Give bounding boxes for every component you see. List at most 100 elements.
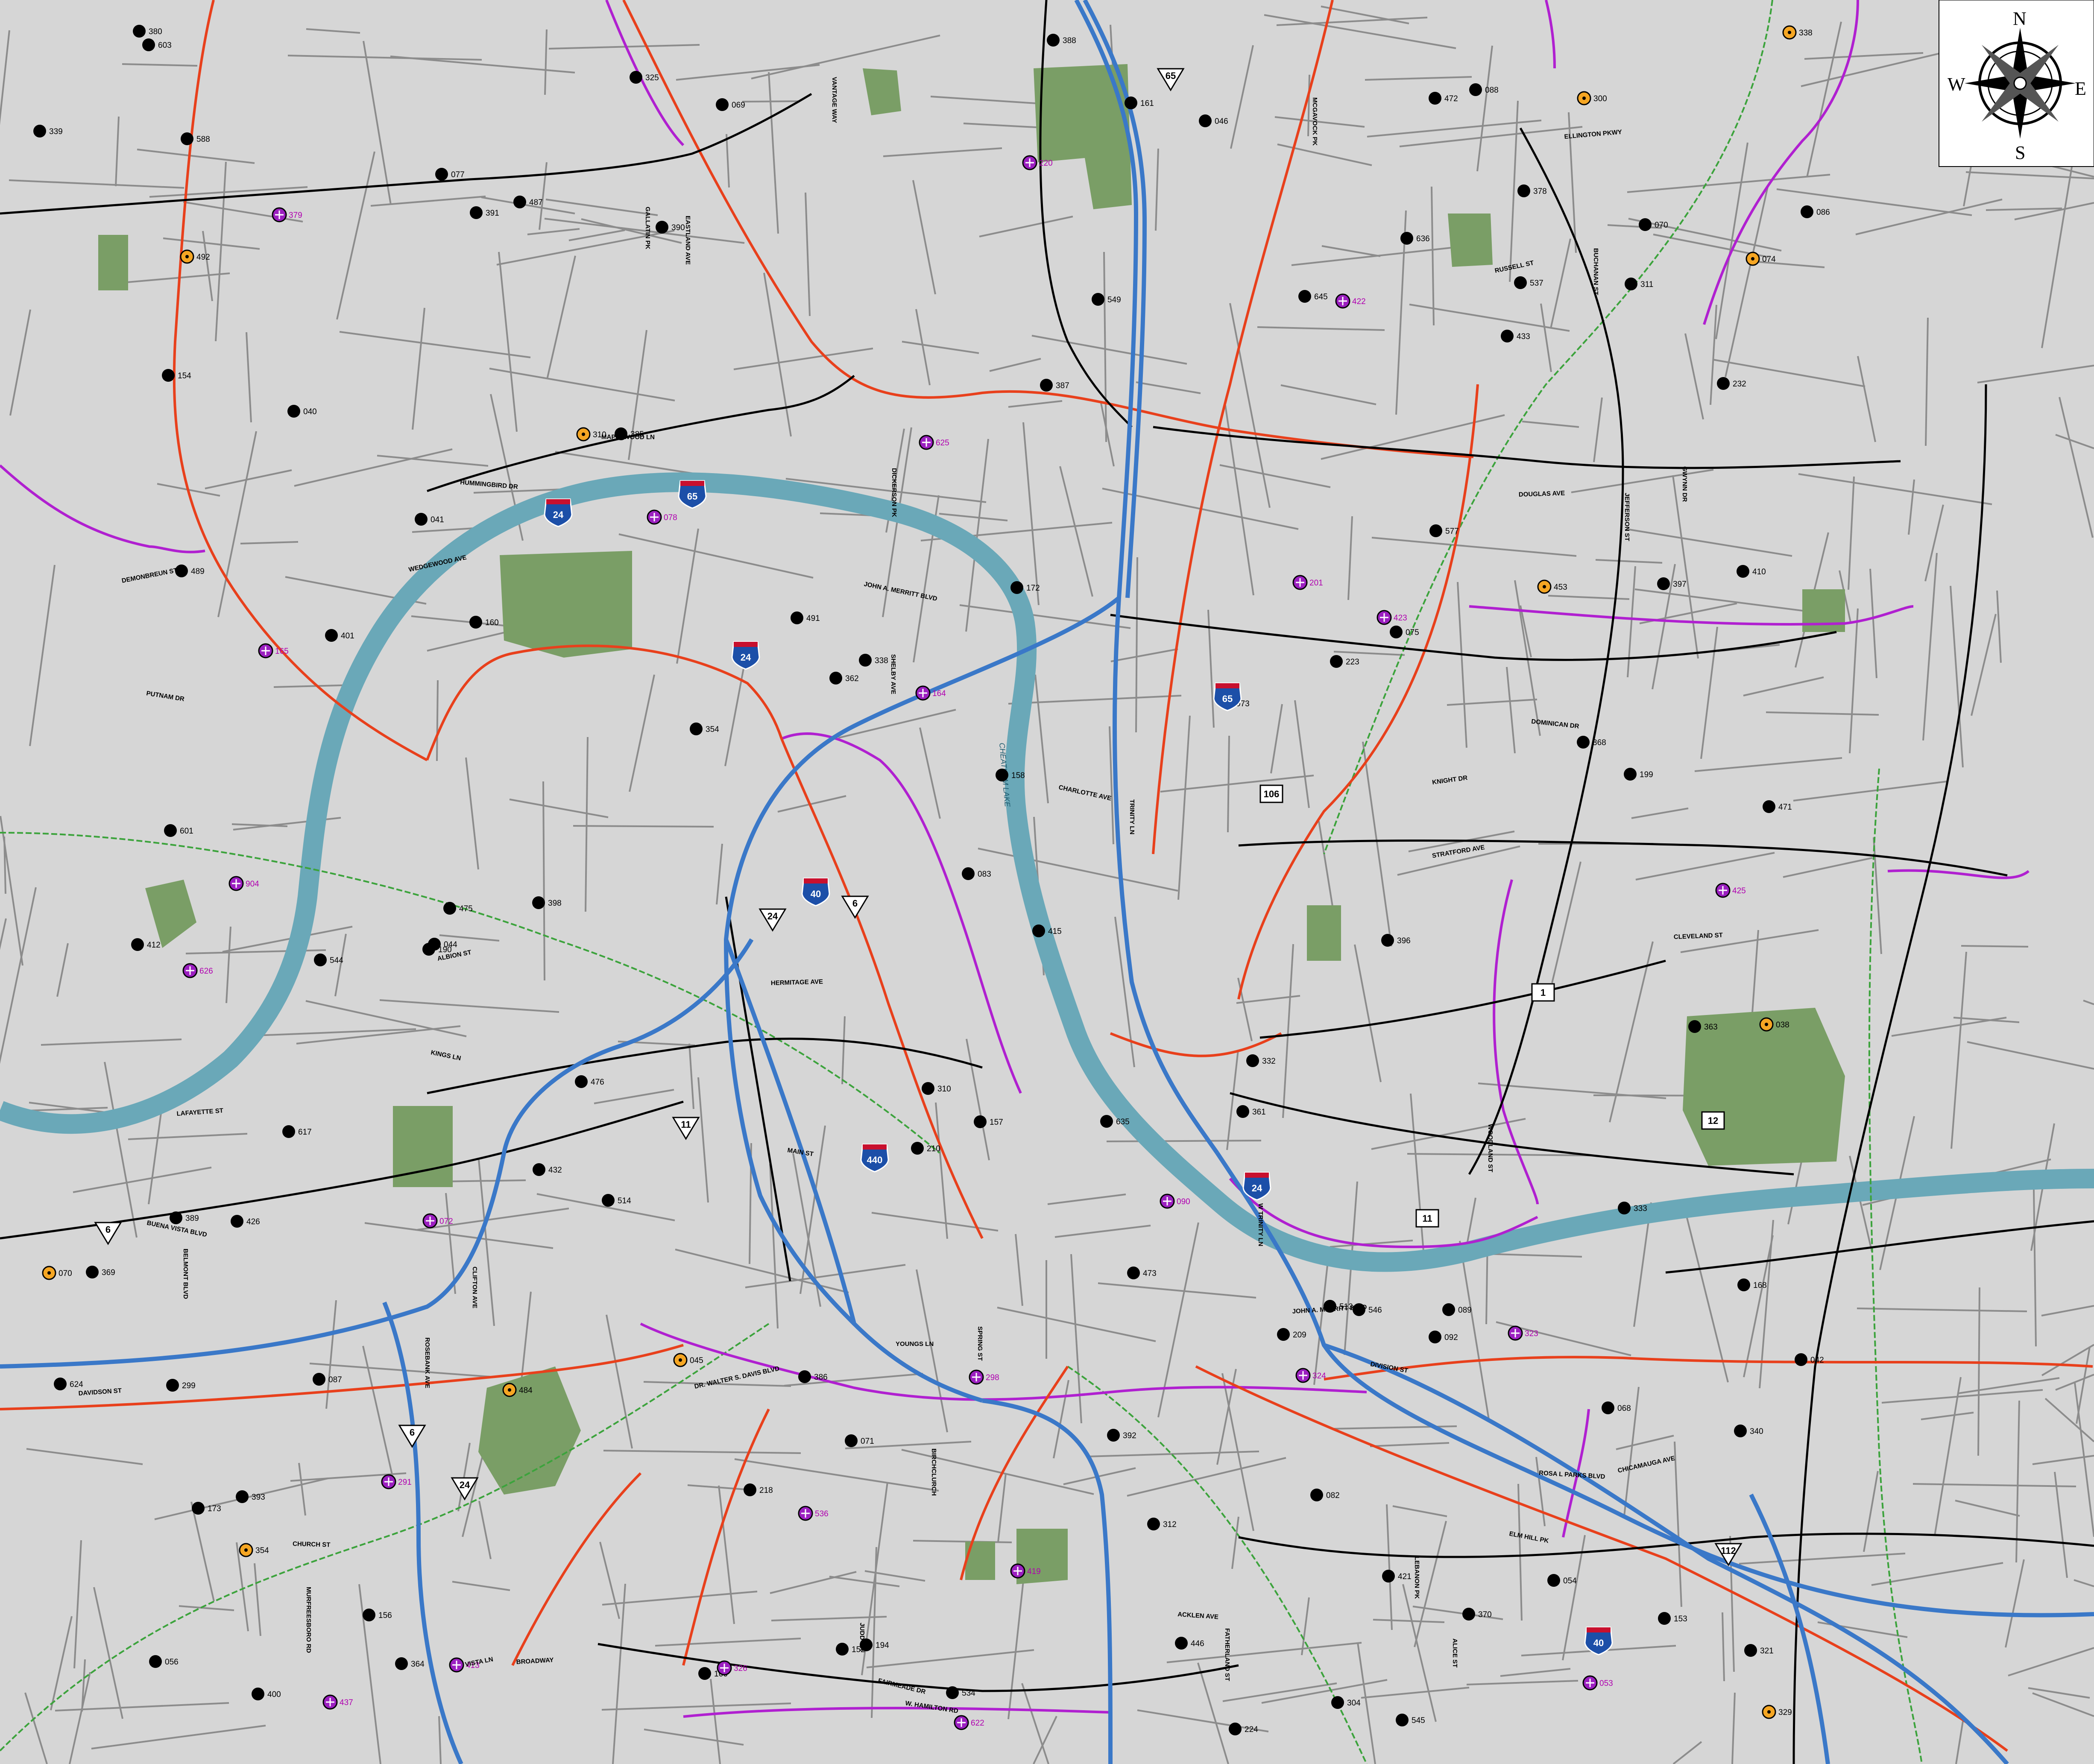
route-line (1229, 1178, 1538, 1249)
minor-street (1109, 726, 1114, 845)
marker-label: 154 (178, 372, 191, 380)
marker-black-040: 040 (287, 405, 317, 418)
marker-black-340: 340 (1734, 1425, 1763, 1437)
minor-street (1871, 1562, 2003, 1586)
arterial (1324, 1356, 2093, 1381)
minor-street (1333, 651, 1405, 656)
marker-orange-338: 338 (1782, 25, 1813, 40)
minor-street (1684, 1209, 1729, 1383)
marker-label: 090 (1177, 1197, 1190, 1206)
street-label: LEBANON PK (1413, 1556, 1420, 1599)
marker-magenta-626: 626 (182, 963, 213, 978)
minor-street (24, 1692, 48, 1764)
marker-label: 041 (431, 515, 444, 524)
marker-label: 333 (1634, 1204, 1647, 1213)
minor-street (1506, 667, 1516, 754)
minor-street (1457, 582, 1467, 748)
minor-street (939, 513, 1008, 521)
minor-street (1849, 608, 1859, 754)
minor-street (1270, 704, 1283, 774)
minor-street (309, 1363, 491, 1378)
minor-street (1869, 568, 1877, 679)
minor-street (9, 179, 185, 189)
marker-label: 218 (759, 1486, 773, 1495)
arterial (682, 1408, 770, 1666)
minor-street (1500, 1668, 1571, 1677)
marker-label: 190 (438, 945, 452, 954)
minor-street (585, 737, 589, 912)
marker-black-489: 489 (175, 565, 205, 577)
marker-black-172: 172 (1010, 581, 1040, 594)
minor-street (1230, 45, 1254, 149)
minor-street (599, 1542, 620, 1619)
marker-black-472: 472 (1429, 92, 1458, 105)
minor-street (2059, 397, 2094, 538)
minor-street (298, 1463, 306, 1516)
minor-street (69, 1672, 91, 1764)
minor-street (602, 1591, 758, 1606)
marker-label: 224 (1245, 1725, 1258, 1734)
minor-street (2074, 1382, 2094, 1537)
marker-magenta-413: 413 (449, 1657, 480, 1673)
minor-street (1672, 475, 1699, 659)
minor-street (1694, 757, 1842, 772)
minor-street (1059, 466, 1093, 597)
minor-street (997, 1307, 1156, 1342)
minor-street (1294, 700, 1310, 808)
shield-number: 24 (460, 1480, 470, 1490)
minor-street (1881, 1389, 2043, 1404)
marker-black-325: 325 (630, 71, 659, 84)
minor-street (1626, 528, 1792, 557)
minor-street (498, 252, 518, 432)
us-shield-6: 6 (398, 1425, 426, 1448)
marker-label: 232 (1733, 380, 1746, 389)
marker-black-398: 398 (532, 896, 562, 909)
marker-label: 326 (734, 1664, 747, 1673)
minor-street (544, 29, 548, 95)
minor-street (465, 757, 479, 870)
marker-label: 624 (70, 1380, 83, 1389)
minor-street (377, 455, 489, 467)
minor-street (612, 1583, 626, 1764)
minor-street (2054, 1471, 2068, 1578)
marker-black-339: 339 (33, 125, 63, 137)
minor-street (50, 1616, 73, 1711)
interstate-shield-24: 24 (1242, 1172, 1271, 1201)
route-line (605, 0, 685, 146)
minor-street (2008, 1647, 2094, 1676)
marker-orange-484: 484 (502, 1383, 533, 1397)
minor-street (1330, 1240, 1413, 1248)
minor-street (104, 1062, 138, 1238)
marker-magenta-298: 298 (969, 1369, 999, 1385)
marker-label: 378 (1533, 187, 1547, 196)
marker-label: 410 (1752, 568, 1766, 576)
marker-orange-453: 453 (1537, 579, 1567, 594)
minor-street (935, 1102, 948, 1239)
minor-street (1950, 951, 1967, 1149)
marker-orange-354: 354 (239, 1543, 269, 1557)
marker-label: 390 (671, 223, 685, 232)
minor-street (1015, 1234, 1023, 1306)
marker-label: 040 (303, 407, 317, 416)
minor-street (718, 1485, 735, 1624)
street-label: ACKLEN AVE (1177, 1611, 1219, 1621)
minor-street (246, 332, 252, 423)
minor-street (9, 309, 31, 416)
minor-street (581, 218, 682, 244)
minor-street (883, 147, 1002, 157)
marker-black-545: 545 (1396, 1714, 1425, 1726)
marker-label: 370 (1478, 1610, 1492, 1619)
street-label: HERMITAGE AVE (771, 978, 823, 987)
street-label: JEFFERSON ST (1623, 493, 1631, 541)
marker-label: 475 (459, 904, 473, 913)
minor-street (438, 1716, 442, 1764)
minor-street (568, 229, 625, 241)
minor-street (1466, 1680, 1579, 1685)
major-road (0, 93, 812, 215)
marker-black-471: 471 (1763, 800, 1792, 813)
route-line (1469, 605, 1914, 626)
marker-black-636: 636 (1400, 232, 1430, 245)
marker-label: 223 (1346, 658, 1359, 667)
marker-label: 635 (1116, 1117, 1130, 1126)
marker-label: 329 (1778, 1708, 1792, 1717)
